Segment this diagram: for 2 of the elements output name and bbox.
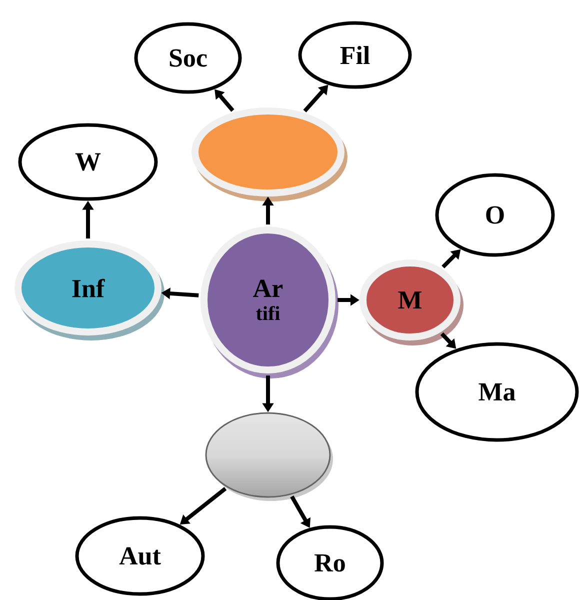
topic-ellipse — [192, 108, 348, 202]
topic-ellipse — [205, 412, 333, 501]
